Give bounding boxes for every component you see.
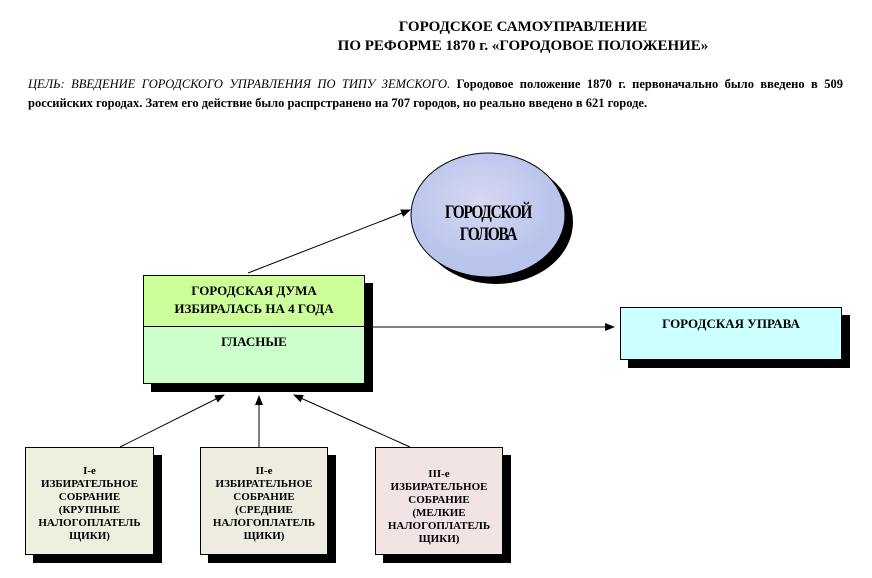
- line: СОБРАНИЕ: [408, 494, 470, 506]
- line: НАЛОГОПЛАТЕЛЬ: [387, 520, 491, 532]
- line: НАЛОГОПЛАТЕЛЬ: [38, 517, 141, 529]
- line: НАЛОГОПЛАТЕЛЬ: [212, 517, 316, 529]
- line: ЩИКИ): [243, 530, 285, 542]
- intro-body: Городовое положение 1870 г. первоначальн…: [28, 77, 843, 110]
- arrow-1-to-duma: [119, 394, 225, 448]
- rank: II-е: [255, 465, 273, 477]
- duma-title: ГОРОДСКАЯ ДУМА: [191, 283, 317, 298]
- title-line1: ГОРОДСКОЕ САМОУПРАВЛЕНИЕ: [398, 19, 648, 35]
- line: (СРЕДНИЕ: [235, 504, 293, 516]
- arrow-duma-to-head: [247, 209, 411, 274]
- line: СОБРАНИЕ: [233, 491, 295, 503]
- line: ИЗБИРАТЕЛЬНОЕ: [390, 481, 488, 493]
- duma-term: ИЗБИРАЛАСЬ НА 4 ГОДА: [174, 301, 334, 316]
- arrow-3-to-duma: [293, 394, 411, 448]
- head-label: ГОРОДСКОЙ ГОЛОВА: [444, 202, 533, 245]
- duma-members: ГЛАСНЫЕ: [221, 334, 287, 349]
- title-line2: ПО РЕФОРМЕ 1870 г. «ГОРОДОВОЕ ПОЛОЖЕНИЕ»: [337, 38, 709, 54]
- duma-box: ГОРОДСКАЯ ДУМА ИЗБИРАЛАСЬ НА 4 ГОДА ГЛАС…: [143, 275, 365, 384]
- line: ЩИКИ): [418, 533, 460, 545]
- rank: III-е: [428, 468, 450, 480]
- line: (КРУПНЫЕ: [58, 504, 121, 516]
- intro-text: ЦЕЛЬ: ВВЕДЕНИЕ ГОРОДСКОГО УПРАВЛЕНИЯ ПО …: [28, 75, 843, 113]
- line: ЩИКИ): [69, 530, 110, 542]
- line: (МЕЛКИЕ: [412, 507, 466, 519]
- head-ellipse: [410, 152, 566, 278]
- line: СОБРАНИЕ: [58, 491, 121, 503]
- goal: ЦЕЛЬ: ВВЕДЕНИЕ ГОРОДСКОГО УПРАВЛЕНИЯ ПО …: [28, 77, 451, 91]
- rank: I-е: [83, 465, 96, 477]
- uprava-box: ГОРОДСКАЯ УПРАВА: [620, 307, 842, 360]
- page-title: ГОРОДСКОЕ САМОУПРАВЛЕНИЕ ПО РЕФОРМЕ 1870…: [87, 18, 872, 56]
- line: ИЗБИРАТЕЛЬНОЕ: [215, 478, 313, 490]
- line: ИЗБИРАТЕЛЬНОЕ: [41, 478, 138, 490]
